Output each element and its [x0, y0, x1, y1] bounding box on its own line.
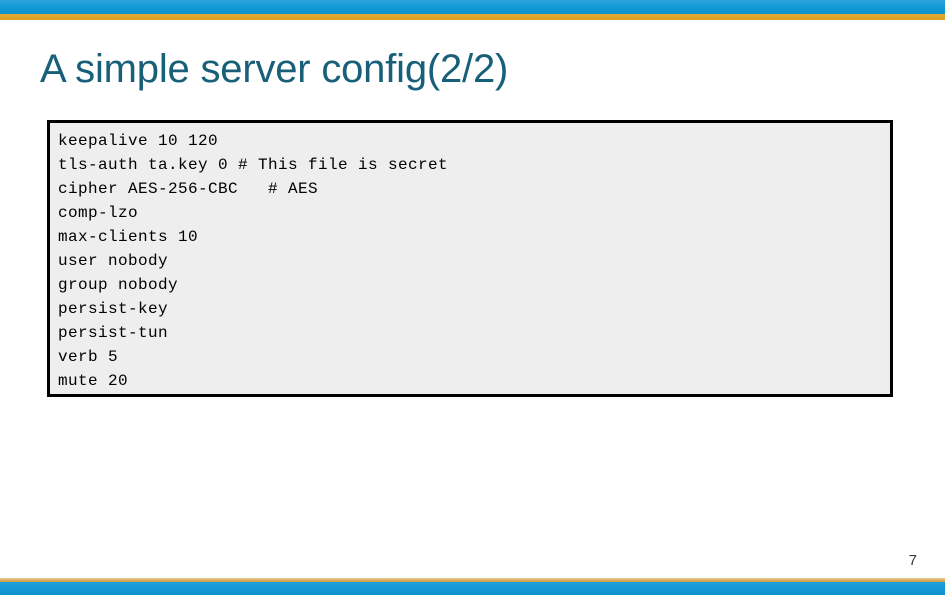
page-number: 7 — [908, 552, 917, 569]
code-line: tls-auth ta.key 0 # This file is secret — [58, 156, 449, 174]
top-blue-band — [0, 0, 945, 14]
code-line: mute 20 — [58, 372, 129, 390]
code-line: verb 5 — [58, 348, 119, 366]
code-line: max-clients 10 — [58, 228, 199, 246]
code-line: cipher AES-256-CBC # AES — [58, 180, 319, 198]
top-gold-band — [0, 14, 945, 20]
code-line: persist-tun — [58, 324, 169, 342]
code-line: user nobody — [58, 252, 169, 270]
bottom-blue-band — [0, 582, 945, 595]
code-line: group nobody — [58, 276, 179, 294]
code-line: persist-key — [58, 300, 169, 318]
slide-top-decoration — [0, 0, 945, 20]
bottom-gold-band — [0, 578, 945, 582]
code-block: keepalive 10 120 tls-auth ta.key 0 # Thi… — [47, 120, 893, 397]
code-line: keepalive 10 120 — [58, 132, 219, 150]
page-title: A simple server config(2/2) — [40, 47, 509, 91]
slide-bottom-decoration — [0, 578, 945, 595]
code-line: comp-lzo — [58, 204, 139, 222]
